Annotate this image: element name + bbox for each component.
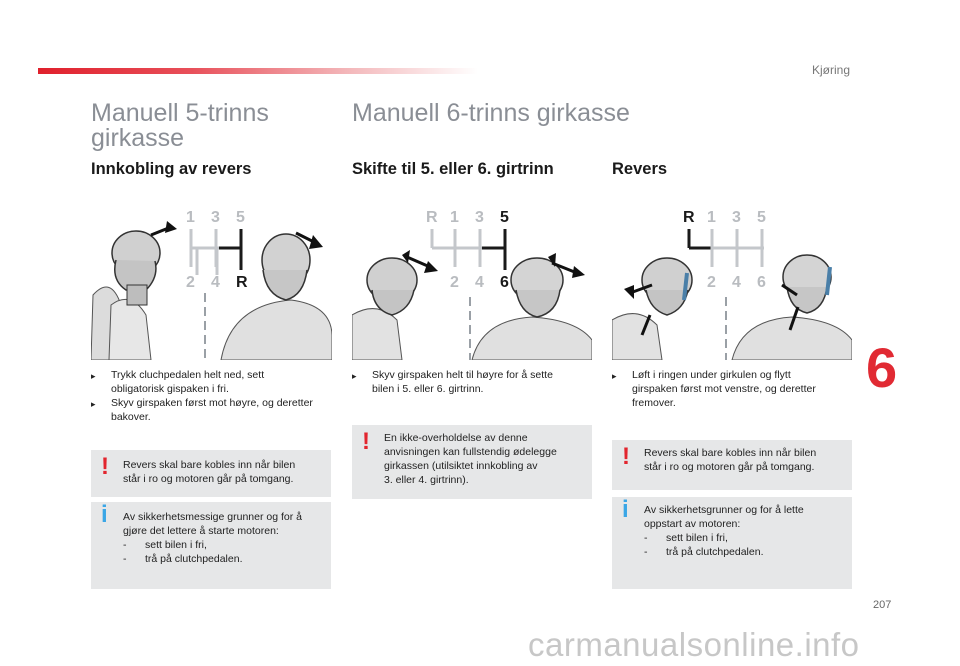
info-line: Av sikkerhetsgrunner og for å lette — [644, 504, 804, 516]
warning-line: Revers skal bare kobles inn når bilen — [644, 447, 817, 459]
gear-lever-illustration-5speed: 1 3 5 2 4 R — [91, 205, 332, 360]
gear-label-selected: 6 — [500, 274, 509, 291]
instruction-item: ▸ Skyv girspaken helt til høyre for å se… — [352, 368, 592, 396]
warning-line: står i ro og motoren går på tomgang. — [123, 473, 294, 485]
col1-title-line1: Manuell 5-trinns — [91, 99, 269, 127]
instruction-line: bilen i 5. eller 6. girtrinn. — [372, 383, 484, 395]
info-line: oppstart av motoren: — [644, 518, 741, 530]
warning-line: 3. eller 4. girtrinn). — [384, 474, 469, 486]
header-accent-bar — [38, 68, 478, 74]
warning-icon: ! — [622, 443, 630, 470]
col3-warning-box: ! Revers skal bare kobles inn når bilen … — [612, 440, 852, 490]
info-list-item: -trå på clutchpedalen. — [644, 546, 764, 558]
col3-info-box: i Av sikkerhetsgrunner og for å lette op… — [612, 497, 852, 589]
shift-pattern-diagram: R 1 3 5 2 4 6 — [426, 209, 509, 360]
gear-label: 2 — [186, 274, 195, 291]
col2-subtitle: Skifte til 5. eller 6. girtrinn — [352, 160, 554, 178]
warning-line: anvisningen kan fullstendig ødelegge — [384, 446, 557, 458]
gear-knob-left — [352, 250, 438, 360]
main-title: Manuell 6-trinns girkasse — [352, 99, 630, 127]
page-number: 207 — [873, 599, 892, 611]
bullet-arrow-icon: ▸ — [91, 371, 96, 381]
col1-instructions: ▸ Trykk cluchpedalen helt ned, sett obli… — [91, 368, 336, 424]
gear-label: 2 — [707, 274, 716, 291]
gear-label-selected: 5 — [500, 209, 509, 226]
col1-title: Manuell 5-trinns girkasse — [91, 101, 269, 151]
gear-knob-left — [91, 221, 177, 360]
gear-label: 3 — [475, 209, 484, 226]
instruction-line: obligatorisk gispaken i fri. — [111, 383, 229, 395]
col3-instructions: ▸ Løft i ringen under girkulen og flytt … — [612, 368, 857, 410]
instruction-line: fremover. — [632, 397, 676, 409]
gear-label: R — [426, 209, 438, 226]
instruction-line: Skyv girspaken helt til høyre for å sett… — [372, 369, 553, 381]
warning-line: Revers skal bare kobles inn når bilen — [123, 459, 296, 471]
info-list-item: -trå på clutchpedalen. — [123, 553, 243, 565]
col1-info-box: i Av sikkerhetsmessige grunner og for å … — [91, 502, 331, 589]
gear-label: 5 — [757, 209, 766, 226]
gear-label: 1 — [186, 209, 195, 226]
col1-subtitle: Innkobling av revers — [91, 160, 252, 178]
gear-label: 6 — [757, 274, 766, 291]
bullet-arrow-icon: ▸ — [91, 399, 96, 409]
info-line: Av sikkerhetsmessige grunner og for å — [123, 511, 302, 523]
bullet-arrow-icon: ▸ — [612, 371, 617, 381]
info-list-item: -sett bilen i fri, — [123, 539, 207, 551]
col2-instructions: ▸ Skyv girspaken helt til høyre for å se… — [352, 368, 592, 396]
gear-label: 4 — [475, 274, 484, 291]
chapter-label: Kjøring — [812, 63, 851, 77]
instruction-line: Løft i ringen under girkulen og flytt — [632, 369, 791, 381]
watermark: carmanualsonline.info — [528, 626, 860, 663]
gear-label-selected: R — [236, 274, 248, 291]
gear-knob-left — [612, 257, 693, 360]
instruction-item: ▸ Skyv girspaken først mot høyre, og der… — [91, 396, 336, 424]
gear-knob-right — [731, 254, 852, 360]
warning-icon: ! — [101, 453, 109, 480]
bullet-arrow-icon: ▸ — [352, 371, 357, 381]
col2-warning-box: ! En ikke-overholdelse av denne anvisnin… — [352, 425, 592, 499]
gear-lever-illustration-6speed-5-6: R 1 3 5 2 4 6 — [352, 205, 592, 360]
info-line: gjøre det lettere å starte motoren: — [123, 525, 279, 537]
gear-label: 3 — [211, 209, 220, 226]
col3-subtitle: Revers — [612, 160, 668, 178]
gear-knob-right — [471, 253, 592, 360]
info-icon: i — [101, 501, 108, 528]
instruction-line: girspaken først mot venstre, og deretter — [632, 383, 816, 395]
gear-lever-illustration-reverse: R 1 3 5 2 4 6 — [612, 205, 852, 360]
instruction-line: Skyv girspaken først mot høyre, og deret… — [111, 397, 313, 409]
instruction-line: Trykk cluchpedalen helt ned, sett — [111, 369, 265, 381]
gear-label-selected: R — [683, 209, 695, 226]
gear-label: 1 — [450, 209, 459, 226]
gear-label: 3 — [732, 209, 741, 226]
warning-line: girkassen (utilsiktet innkobling av — [384, 460, 538, 472]
info-icon: i — [622, 496, 629, 523]
col1-warning-box: ! Revers skal bare kobles inn når bilen … — [91, 450, 331, 497]
gear-label: 2 — [450, 274, 459, 291]
warning-icon: ! — [362, 428, 370, 455]
warning-line: En ikke-overholdelse av denne — [384, 432, 528, 444]
shift-pattern-diagram: R 1 3 5 2 4 6 — [683, 209, 766, 360]
gear-label: 4 — [732, 274, 741, 291]
col1-title-line2: girkasse — [91, 124, 185, 152]
instruction-item: ▸ Løft i ringen under girkulen og flytt … — [612, 368, 857, 410]
instruction-item: ▸ Trykk cluchpedalen helt ned, sett obli… — [91, 368, 336, 396]
gear-label: 1 — [707, 209, 716, 226]
warning-line: står i ro og motoren går på tomgang. — [644, 461, 815, 473]
gear-label: 5 — [236, 209, 245, 226]
info-list-item: -sett bilen i fri, — [644, 532, 728, 544]
shift-pattern-diagram: 1 3 5 2 4 R — [186, 209, 248, 360]
chapter-tab-number: 6 — [866, 336, 898, 399]
gear-label: 4 — [211, 274, 220, 291]
gear-knob-right — [220, 231, 332, 360]
instruction-line: bakover. — [111, 411, 151, 423]
